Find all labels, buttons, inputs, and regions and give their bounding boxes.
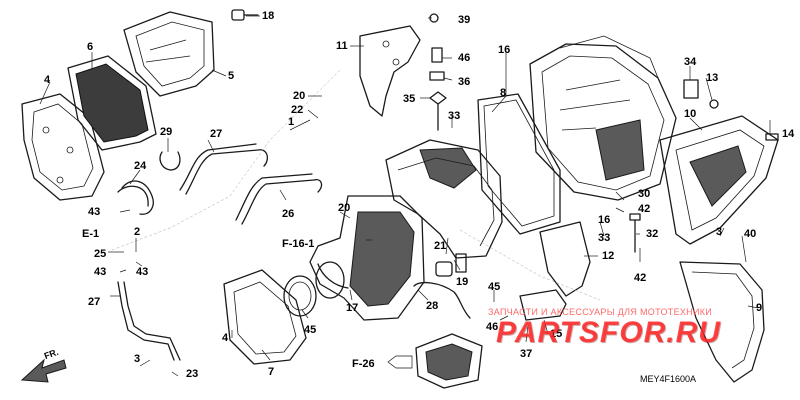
callout-16a: 16 — [498, 44, 511, 56]
center-plate — [385, 139, 503, 259]
callout-43a: 43 — [88, 206, 101, 218]
callout-20a: 20 — [293, 90, 306, 102]
bolt-33 — [629, 213, 641, 253]
callout-4b: 4 — [222, 332, 229, 344]
callout-43c: 43 — [136, 266, 149, 278]
callout-2: 2 — [134, 226, 141, 238]
callout-13: 13 — [706, 72, 719, 84]
small-parts-21-19-29 — [413, 253, 471, 319]
callout-19: 19 — [456, 276, 469, 288]
fasteners-right — [683, 79, 779, 141]
callout-4: 4 — [44, 74, 51, 86]
gasket-frame-left — [21, 93, 105, 201]
callout-44: 45 — [304, 324, 317, 336]
callout-20b: 20 — [338, 202, 351, 214]
callout-7: 7 — [268, 366, 275, 378]
gasket-16 — [477, 93, 561, 235]
callout-14: 14 — [782, 128, 795, 140]
callout-27: 27 — [210, 128, 223, 140]
callout-29: 28 — [426, 300, 439, 312]
callout-35: 35 — [403, 93, 416, 105]
callout-40: 40 — [744, 228, 757, 240]
callout-3a: 3 — [716, 226, 723, 238]
clamp-30 — [159, 151, 181, 171]
callout-33: 32 — [646, 228, 659, 240]
callout-16b: 16 — [598, 214, 611, 226]
ref-e1: E-1 — [82, 228, 100, 240]
filter-element — [67, 55, 157, 151]
callout-18: 18 — [262, 10, 275, 22]
callout-46a: 46 — [458, 52, 471, 64]
callout-25: 25 — [94, 248, 107, 260]
lower-cover-9 — [679, 261, 765, 383]
callout-34: 34 — [684, 56, 697, 68]
callout-39a: 33 — [448, 110, 461, 122]
fasteners-center — [429, 13, 447, 131]
callout-38: 39 — [458, 14, 471, 26]
callout-9: 9 — [756, 302, 763, 314]
callout-28: 27 — [88, 296, 101, 308]
callout-37: 37 — [520, 348, 533, 360]
phantom-lines — [111, 69, 601, 301]
callout-32: 30 — [638, 188, 651, 200]
callout-22: 22 — [291, 104, 304, 116]
callout-30: 29 — [160, 126, 173, 138]
gasket-plate-7 — [223, 269, 307, 365]
callout-24: 24 — [134, 160, 147, 172]
diagram-code: MEY4F1600A — [640, 374, 697, 384]
bracket-11 — [359, 25, 421, 117]
callout-12: 12 — [602, 250, 615, 262]
bolt-18 — [231, 9, 259, 21]
ref-f16-1: F-16-1 — [282, 238, 315, 250]
front-arrow — [20, 358, 67, 383]
bracket-15 — [519, 289, 567, 321]
callout-1: 1 — [288, 116, 295, 128]
callout-36: 36 — [458, 76, 471, 88]
callout-5: 5 — [228, 70, 235, 82]
module-f26 — [387, 333, 483, 389]
callout-8: 8 — [500, 87, 507, 99]
watermark-tagline: ЗАПЧАСТИ И АКСЕССУАРЫ ДЛЯ МОТОТЕХНИКИ — [488, 307, 713, 317]
callout-39b: 33 — [598, 232, 611, 244]
air-cleaner-cover — [123, 11, 215, 97]
callout-3b: 3 — [134, 353, 141, 365]
callout-21: 21 — [434, 240, 447, 252]
callout-43b: 43 — [94, 266, 107, 278]
callout-17: 17 — [346, 302, 359, 314]
callout-15: 15 — [550, 328, 563, 340]
throttle-body-housing — [309, 195, 425, 321]
callout-42a: 42 — [638, 203, 651, 215]
callout-10: 10 — [684, 108, 697, 120]
breather-tubes — [117, 143, 323, 361]
callout-11: 11 — [336, 40, 348, 52]
callout-45: 45 — [488, 281, 501, 293]
callout-26: 26 — [282, 208, 295, 220]
callout-42b: 42 — [634, 272, 647, 284]
plate-12 — [539, 221, 591, 297]
ref-f26: F-26 — [352, 358, 375, 370]
callout-46b: 46 — [486, 321, 499, 333]
side-cover-10 — [659, 115, 779, 245]
watermark-logo: PARTSFOR.RU — [496, 316, 721, 349]
leader-lines — [39, 15, 771, 377]
callout-23: 23 — [186, 368, 199, 380]
air-box-housing — [529, 35, 677, 201]
callout-6: 6 — [87, 41, 94, 53]
